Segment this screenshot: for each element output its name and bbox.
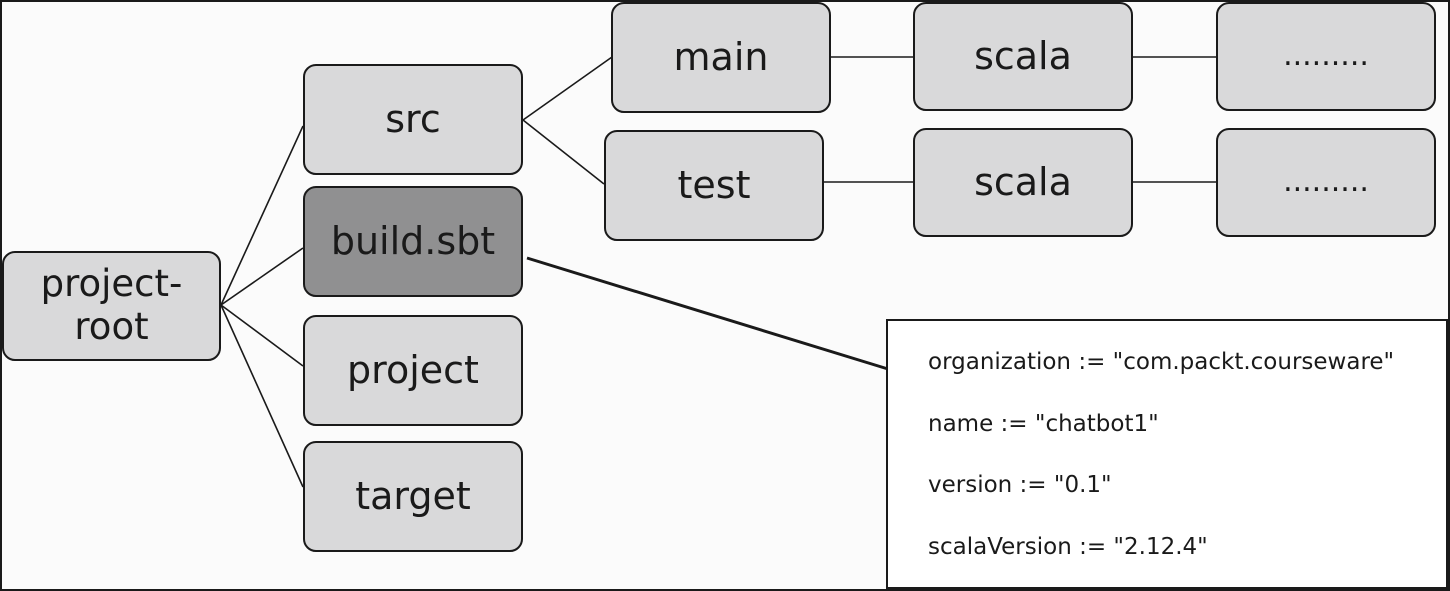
node-main: main [611, 2, 831, 113]
setting-name: name := "chatbot1" [928, 411, 1159, 437]
node-label: build.sbt [330, 218, 496, 263]
edge-root-project [220, 304, 304, 367]
edge-src-test [522, 119, 605, 185]
edge-root-target [220, 304, 304, 488]
node-project: project [303, 315, 523, 426]
node-label: target [355, 473, 471, 518]
node-label: scala [974, 33, 1072, 78]
node-test-ellipsis: ......... [1216, 128, 1436, 237]
node-test-scala: scala [913, 128, 1133, 237]
setting-organization: organization := "com.packt.courseware" [928, 349, 1395, 375]
edge-src-main [522, 56, 613, 121]
node-label: src [385, 96, 441, 141]
node-project-root: project- root [2, 251, 221, 361]
node-main-ellipsis: ......... [1216, 2, 1436, 111]
node-label: ......... [1283, 164, 1369, 200]
build-sbt-contents: organization := "com.packt.courseware" n… [886, 319, 1448, 589]
node-main-scala: scala [913, 2, 1133, 111]
node-test: test [604, 130, 824, 241]
node-label: scala [974, 159, 1072, 204]
node-target: target [303, 441, 523, 552]
edge-build-callout [526, 256, 889, 371]
node-label: ......... [1283, 38, 1369, 74]
node-build-sbt: build.sbt [303, 186, 523, 297]
node-src: src [303, 64, 523, 175]
edge-root-src [220, 125, 304, 306]
node-label: main [673, 34, 769, 79]
edge-root-build [220, 247, 304, 306]
setting-scala-version: scalaVersion := "2.12.4" [928, 534, 1208, 560]
setting-version: version := "0.1" [928, 472, 1112, 498]
node-label: project [347, 347, 479, 392]
node-label: test [677, 162, 751, 207]
node-label: project- root [40, 262, 183, 348]
